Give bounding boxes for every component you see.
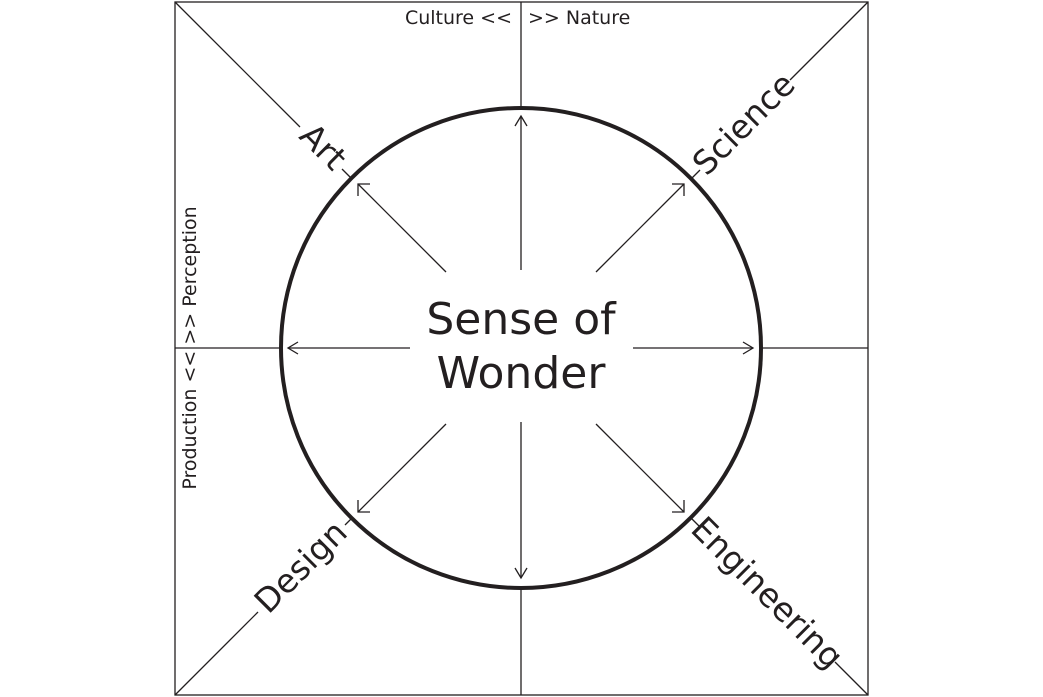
diagonal-bottom-right-stub	[690, 517, 700, 527]
corner-label-art: Art	[292, 115, 354, 177]
corner-label-science: Science	[685, 65, 803, 183]
center-title-line2: Wonder	[437, 348, 607, 399]
arrow-up-right	[595, 183, 685, 273]
diagonal-bottom-left-line	[174, 611, 259, 696]
arrow-right	[633, 341, 755, 355]
center-title-line1: Sense of	[426, 294, 617, 345]
corner-label-engineering: Engineering	[684, 509, 852, 677]
diagonal-top-left-line	[174, 1, 301, 128]
axis-label-production-perception: Production << >> Perception	[179, 206, 201, 489]
arrow-left	[286, 341, 410, 355]
corner-label-design: Design	[247, 513, 355, 621]
diagonal-bottom-right-line	[834, 661, 869, 696]
diagonal-top-right-line	[789, 1, 869, 81]
axis-label-nature: >> Nature	[528, 7, 630, 29]
arrow-down	[514, 422, 528, 580]
arrow-up-left	[357, 183, 447, 273]
arrow-up	[514, 114, 528, 270]
arrow-down-right	[595, 423, 685, 513]
wonder-circle	[279, 106, 763, 590]
axis-label-culture: Culture <<	[405, 7, 512, 29]
arrow-down-left	[357, 423, 447, 513]
